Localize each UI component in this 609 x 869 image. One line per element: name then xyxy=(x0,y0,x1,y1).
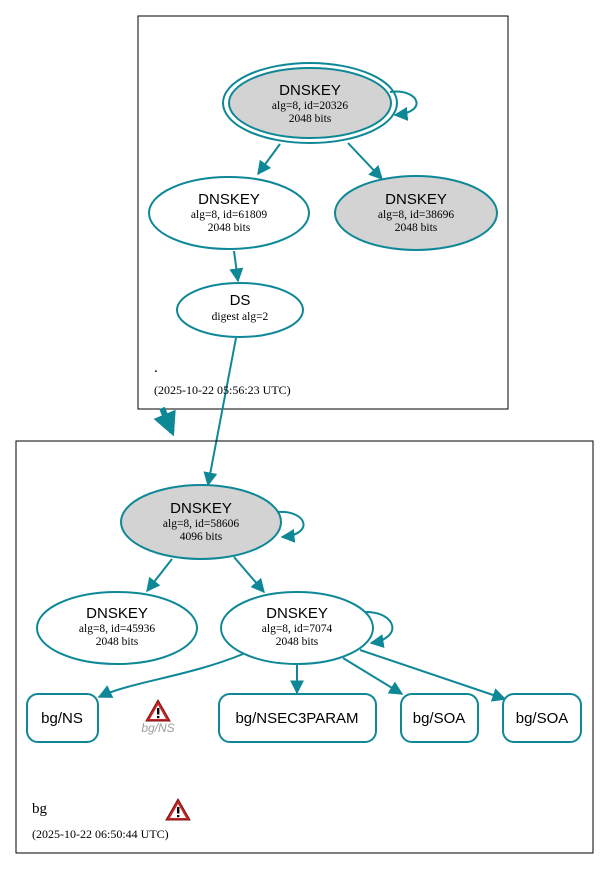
root-standby-line1: alg=8, id=38696 xyxy=(378,209,454,221)
bg-zsk-line1: alg=8, id=7074 xyxy=(262,623,333,635)
ds-line1: digest alg=2 xyxy=(212,311,269,323)
bg-zsk-node[interactable]: DNSKEY alg=8, id=7074 2048 bits xyxy=(220,591,374,665)
ns-warning-icon xyxy=(145,698,171,722)
ns-warning-label: bg/NS xyxy=(141,721,174,735)
root-zone-timestamp: (2025-10-22 05:56:23 UTC) xyxy=(154,383,291,397)
rrset-bg-soa-2-label: bg/SOA xyxy=(516,710,569,727)
rrset-bg-ns-box xyxy=(26,693,99,743)
root-ksk-line1: alg=8, id=20326 xyxy=(272,100,348,112)
bg-ksk-ellipse xyxy=(120,484,282,560)
rrset-bg-ns[interactable]: bg/NS xyxy=(26,693,99,743)
bg-ksk-line2: 4096 bits xyxy=(180,531,223,543)
bg-zsk-ellipse xyxy=(220,591,374,665)
edge-bg-ksk-self xyxy=(277,510,305,543)
bg-key-45936-line2: 2048 bits xyxy=(96,636,139,648)
bg-zone-box xyxy=(15,440,594,854)
rrset-bg-nsec3param-box xyxy=(218,693,377,743)
root-zsk-ellipse xyxy=(148,176,310,250)
root-zsk-line2: 2048 bits xyxy=(208,222,251,234)
edge-root-ksk-to-standby xyxy=(347,142,383,181)
rrset-bg-nsec3param-label: bg/NSEC3PARAM xyxy=(235,710,358,727)
root-ksk-inner-ellipse xyxy=(228,67,392,139)
edge-bg-zsk-to-ns xyxy=(97,653,244,698)
edge-root-ksk-self xyxy=(389,90,418,121)
rrset-bg-soa-2-box xyxy=(502,693,582,743)
root-standby-title: DNSKEY xyxy=(385,191,447,208)
root-zone-box xyxy=(137,15,509,410)
edge-bg-ksk-to-zsk xyxy=(233,556,265,594)
ds-ellipse xyxy=(176,282,304,338)
edge-bg-zsk-to-soa1 xyxy=(342,657,404,695)
root-ksk-title: DNSKEY xyxy=(279,82,341,99)
root-standby-ellipse xyxy=(334,175,498,251)
bg-zsk-title: DNSKEY xyxy=(266,605,328,622)
ns-warning[interactable]: bg/NS xyxy=(141,698,175,735)
root-ksk-node[interactable]: DNSKEY alg=8, id=20326 2048 bits xyxy=(222,62,398,144)
root-standby-node[interactable]: DNSKEY alg=8, id=38696 2048 bits xyxy=(334,175,498,251)
edge-root-ksk-to-zsk xyxy=(257,143,281,176)
ds-title: DS xyxy=(230,292,251,309)
edge-root-zsk-to-ds xyxy=(229,250,244,283)
bg-ksk-line1: alg=8, id=58606 xyxy=(163,518,239,530)
root-zsk-node[interactable]: DNSKEY alg=8, id=61809 2048 bits xyxy=(148,176,310,250)
edge-bg-zsk-self xyxy=(365,611,394,649)
edge-bg-zsk-to-soa2 xyxy=(359,649,507,702)
bg-key-45936-ellipse xyxy=(36,591,198,665)
rrset-bg-nsec3param[interactable]: bg/NSEC3PARAM xyxy=(218,693,377,743)
bg-zone-warning-icon[interactable] xyxy=(165,797,191,821)
rrset-bg-soa-1[interactable]: bg/SOA xyxy=(400,693,479,743)
rrset-bg-soa-1-box xyxy=(400,693,479,743)
edge-bg-ksk-to-45936 xyxy=(146,558,173,593)
root-zone-label: . xyxy=(154,360,158,376)
ds-node[interactable]: DS digest alg=2 xyxy=(176,282,304,338)
root-ksk-outer-ring xyxy=(222,62,398,144)
delegation-arrow xyxy=(153,406,176,437)
root-standby-line2: 2048 bits xyxy=(395,222,438,234)
bg-ksk-node[interactable]: DNSKEY alg=8, id=58606 4096 bits xyxy=(120,484,282,560)
bg-zone-timestamp: (2025-10-22 06:50:44 UTC) xyxy=(32,827,169,841)
bg-key-45936-line1: alg=8, id=45936 xyxy=(79,623,155,635)
root-ksk-line2: 2048 bits xyxy=(289,113,332,125)
rrset-bg-soa-2[interactable]: bg/SOA xyxy=(502,693,582,743)
bg-zone-label: bg xyxy=(32,801,48,817)
root-zsk-line1: alg=8, id=61809 xyxy=(191,209,267,221)
rrset-bg-ns-label: bg/NS xyxy=(41,710,83,727)
bg-key-45936-node[interactable]: DNSKEY alg=8, id=45936 2048 bits xyxy=(36,591,198,665)
edge-ds-to-bg-ksk xyxy=(203,337,237,487)
bg-key-45936-title: DNSKEY xyxy=(86,605,148,622)
rrset-bg-soa-1-label: bg/SOA xyxy=(413,710,466,727)
root-zsk-title: DNSKEY xyxy=(198,191,260,208)
bg-zsk-line2: 2048 bits xyxy=(276,636,319,648)
bg-ksk-title: DNSKEY xyxy=(170,500,232,517)
